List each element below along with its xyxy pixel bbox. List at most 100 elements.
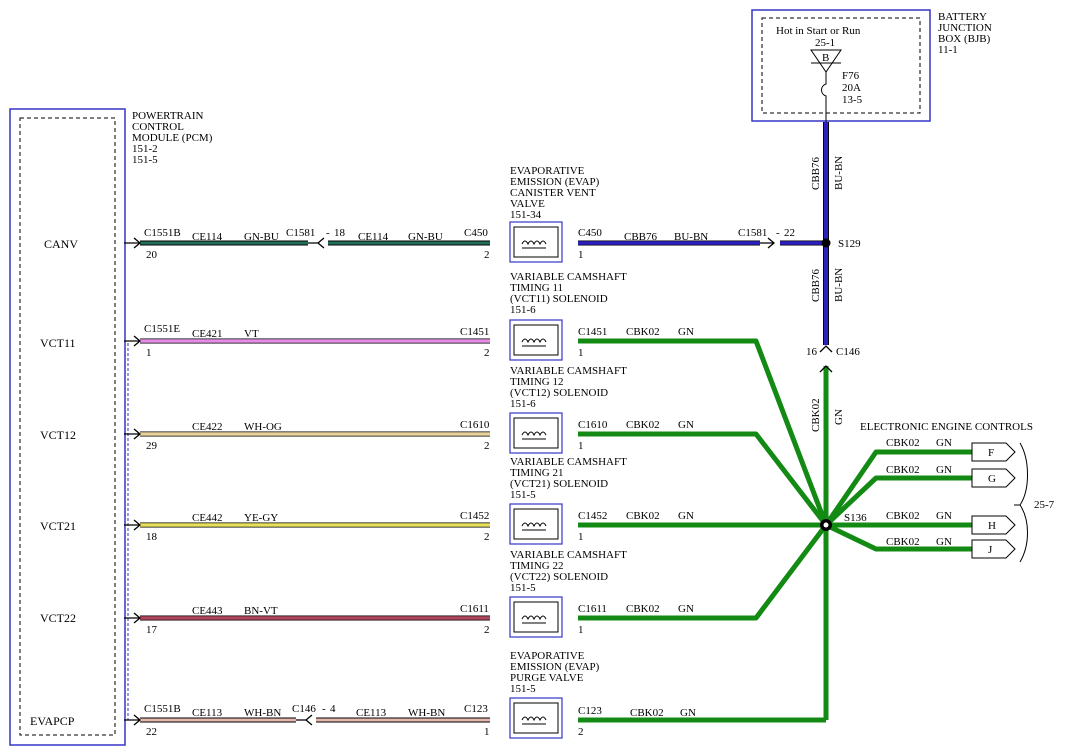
left-wire-1-comp-conn: C450 <box>464 227 488 239</box>
eec-g-circuit: CBK02 <box>886 464 920 476</box>
c146-connector-symbol <box>819 345 833 353</box>
right-wire-1-circuit: CBB76 <box>624 231 658 243</box>
component-1-label: EVAPORATIVE EMISSION (EVAP) CANISTER VEN… <box>510 165 602 221</box>
right-wire-2-color: GN <box>678 326 694 338</box>
left-wire-2-comp-conn: C1451 <box>460 326 489 338</box>
vertical-top-circuit: CBB76 <box>810 156 822 190</box>
bjb-box-inner <box>761 17 921 114</box>
component-6-label: EVAPORATIVE EMISSION (EVAP) PURGE VALVE … <box>510 650 602 695</box>
right-wire-3-comp-conn: C1610 <box>578 419 608 431</box>
fuse-label: F76 20A 13-5 <box>842 70 863 106</box>
right-wire-1-inline: C1581 <box>738 227 767 239</box>
left-wire-6-pcm-pin: 22 <box>146 726 157 738</box>
left-wire-1-circuit: CE114 <box>192 231 223 243</box>
left-wire-1-comp-pin: 2 <box>484 249 490 261</box>
splice-s129-label: S129 <box>838 238 861 250</box>
component-4-label: VARIABLE CAMSHAFT TIMING 21 (VCT21) SOLE… <box>510 456 629 501</box>
right-wire-2-circuit: CBK02 <box>626 326 660 338</box>
splice-s129 <box>821 238 831 248</box>
eec-connector-h <box>971 515 1016 535</box>
eec-connector-g <box>971 468 1016 488</box>
left-wire-2-circuit: CE421 <box>192 328 223 340</box>
pcm-connector-evapcp <box>124 714 142 726</box>
right-wire-3-circuit: CBK02 <box>626 419 660 431</box>
right-wire-6-comp-conn: C123 <box>578 705 602 717</box>
pcm-title: POWERTRAIN CONTROL MODULE (PCM) 151-2 15… <box>132 110 215 166</box>
pcm-signal-vct11: VCT11 <box>40 336 76 350</box>
left-wire-6-circuit: CE113 <box>192 707 223 719</box>
left-wire-6-inline-pin: 4 <box>330 703 336 715</box>
component-purge-valve <box>509 697 563 739</box>
left-wire-4-comp-conn: C1452 <box>460 510 489 522</box>
eec-f-color: GN <box>936 437 952 449</box>
left-wire-3-comp-pin: 2 <box>484 440 490 452</box>
left-wire-4-pcm-pin: 18 <box>146 531 158 543</box>
eec-h-letter: H <box>988 520 996 532</box>
right-wire-4-color: GN <box>678 510 694 522</box>
component-5-label: VARIABLE CAMSHAFT TIMING 22 (VCT22) SOLE… <box>510 549 629 594</box>
pcm-signal-vct12: VCT12 <box>40 428 76 442</box>
left-wire-5-comp-conn: C1611 <box>460 603 489 615</box>
component-vct11-solenoid <box>509 319 563 361</box>
eec-h-circuit: CBK02 <box>886 510 920 522</box>
left-wire-4-circuit: CE442 <box>192 512 223 524</box>
eec-j-color: GN <box>936 536 952 548</box>
right-wire-1-comp-pin: 1 <box>578 249 584 261</box>
left-wire-2-pcm-conn: C1551E <box>144 323 180 335</box>
eec-h-color: GN <box>936 510 952 522</box>
right-wire-2-comp-conn: C1451 <box>578 326 607 338</box>
bjb-bus-letter: B <box>822 52 829 64</box>
c146-female-symbol <box>819 365 833 373</box>
left-wire-6-inline: C146 <box>292 703 316 715</box>
left-wire-3-circuit: CE422 <box>192 421 223 433</box>
right-wire-1-inline-dash: - <box>776 227 780 239</box>
left-wire-5-pcm-pin: 17 <box>146 624 158 636</box>
right-wire-3-color: GN <box>678 419 694 431</box>
wire-eec-g <box>824 475 972 527</box>
left-wire-6-color: WH-BN <box>244 707 281 719</box>
solenoid-coil-icon <box>521 716 547 725</box>
left-wire-1-pcm-conn: C1551B <box>144 227 181 239</box>
right-wire-5-circuit: CBK02 <box>626 603 660 615</box>
left-wire-1-inline-dash: - <box>326 227 330 239</box>
left-wire-1-inline: C1581 <box>286 227 315 239</box>
right-wire-4-comp-conn: C1452 <box>578 510 607 522</box>
pcm-box <box>9 108 126 746</box>
vertical-low-color: GN <box>833 409 845 425</box>
eec-ref: 25-7 <box>1034 499 1055 511</box>
right-wire-6-color: GN <box>680 707 696 719</box>
fuse-icon <box>821 72 827 122</box>
pcm-box-inner <box>19 117 116 736</box>
right-wire-3-comp-pin: 1 <box>578 440 584 452</box>
right-wire-1-color: BU-BN <box>674 231 708 243</box>
eec-connector-f <box>971 442 1016 462</box>
left-wire-4-color: YE-GY <box>244 512 278 524</box>
wire-cbk02-vct12 <box>578 431 828 527</box>
component-vct21-solenoid <box>509 503 563 545</box>
wire-cbk02-vct22 <box>578 523 828 621</box>
left-wire-2-comp-pin: 2 <box>484 347 490 359</box>
vertical-mid-circuit: CBB76 <box>810 268 822 302</box>
wire-eec-f <box>823 449 972 527</box>
pcm-connector-vct12 <box>124 428 142 440</box>
eec-title: ELECTRONIC ENGINE CONTROLS <box>860 421 1033 433</box>
left-wire-2-pcm-pin: 1 <box>146 347 152 359</box>
inline-connector-c1581-left <box>308 237 325 249</box>
wire-cbk02-vct11 <box>578 338 829 526</box>
left-wire-1-inline-pin: 18 <box>334 227 346 239</box>
right-wire-4-comp-pin: 1 <box>578 531 584 543</box>
bjb-bus-triangle <box>810 49 842 73</box>
component-vct22-solenoid <box>509 596 563 638</box>
left-wire-3-pcm-pin: 29 <box>146 440 158 452</box>
left-wire-1-circuit2: CE114 <box>358 231 389 243</box>
left-wire-6-color2: WH-BN <box>408 707 445 719</box>
bjb-bus-ref: 25-1 <box>815 37 835 49</box>
pcm-signal-evapcp: EVAPCP <box>30 714 75 728</box>
inline-connector-c146-left <box>296 714 313 726</box>
pcm-signal-canv: CANV <box>44 237 78 251</box>
left-wire-3-comp-conn: C1610 <box>460 419 490 431</box>
pcm-connector-vct21 <box>124 519 142 531</box>
left-wire-6-circuit2: CE113 <box>356 707 387 719</box>
solenoid-coil-icon <box>521 615 547 624</box>
